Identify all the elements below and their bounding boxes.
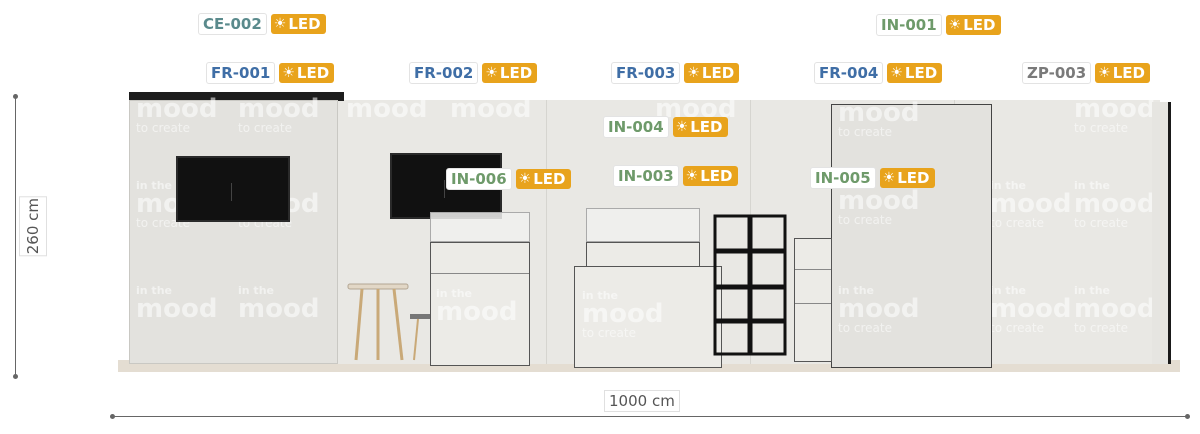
display-case-in-006 — [430, 212, 530, 242]
high-table — [347, 283, 430, 361]
width-dimension-label: 1000 cm — [604, 390, 680, 412]
sun-icon: ☀ — [882, 170, 896, 186]
display-case-in-003 — [586, 208, 700, 242]
tag-in-001: IN-001 ☀LED — [876, 14, 1001, 36]
sun-icon: ☀ — [1098, 65, 1111, 81]
sun-icon: ☀ — [687, 65, 700, 81]
sun-icon: ☀ — [485, 65, 498, 81]
tag-fr-001: FR-001 ☀LED — [206, 62, 335, 84]
led-badge: ☀LED — [682, 166, 738, 186]
wall-seam — [546, 100, 547, 364]
sun-icon: ☀ — [273, 16, 287, 32]
dimension-endpoint — [13, 94, 18, 99]
dimension-endpoint — [13, 374, 18, 379]
tag-code: IN-005 — [810, 167, 876, 189]
led-badge: ☀LED — [482, 63, 538, 83]
tag-code: FR-001 — [206, 62, 276, 84]
tag-code: IN-003 — [613, 165, 679, 187]
tag-in-004: IN-004 ☀LED — [603, 116, 728, 138]
led-badge: ☀LED — [684, 63, 740, 83]
sun-icon: ☀ — [675, 119, 689, 135]
watermark: mood — [450, 94, 532, 124]
tag-zp-003: ZP-003 ☀LED — [1022, 62, 1150, 84]
tag-code: CE-002 — [198, 13, 267, 35]
tag-in-003: IN-003 ☀LED — [613, 165, 738, 187]
grid-shelf — [713, 214, 787, 356]
sun-icon: ☀ — [890, 65, 903, 81]
right-end-panel — [1152, 102, 1171, 364]
height-dimension-label: 260 cm — [19, 196, 47, 257]
tag-code: IN-001 — [876, 14, 942, 36]
watermark: mood — [346, 94, 428, 124]
led-badge: ☀LED — [1095, 63, 1150, 83]
tag-code: FR-003 — [611, 62, 681, 84]
tag-fr-004: FR-004 ☀LED — [814, 62, 943, 84]
tag-in-006: IN-006 ☀LED — [446, 168, 571, 190]
sun-icon: ☀ — [282, 65, 295, 81]
counter-in-006 — [430, 242, 530, 366]
led-badge: ☀LED — [945, 15, 1001, 35]
tag-code: FR-004 — [814, 62, 884, 84]
led-badge: ☀LED — [887, 63, 943, 83]
sun-icon: ☀ — [948, 17, 962, 33]
tv-screen — [176, 156, 290, 222]
sun-icon: ☀ — [518, 171, 532, 187]
front-panel-fr-004 — [831, 104, 992, 368]
sun-icon: ☀ — [685, 168, 699, 184]
column-header-dark — [129, 92, 344, 101]
tag-in-005: IN-005 ☀LED — [810, 167, 935, 189]
tag-ce-002: CE-002 ☀LED — [198, 13, 326, 35]
led-badge: ☀LED — [515, 169, 571, 189]
tag-code: ZP-003 — [1022, 62, 1092, 84]
tag-code: IN-004 — [603, 116, 669, 138]
dimension-endpoint — [1185, 414, 1190, 419]
led-badge: ☀LED — [672, 117, 728, 137]
front-column-fr-001 — [129, 100, 338, 364]
led-badge: ☀LED — [879, 168, 935, 188]
led-badge: ☀LED — [279, 63, 335, 83]
tag-fr-002: FR-002 ☀LED — [409, 62, 538, 84]
led-badge: ☀LED — [270, 14, 326, 34]
tag-code: IN-006 — [446, 168, 512, 190]
reception-counter — [574, 266, 722, 368]
tag-fr-003: FR-003 ☀LED — [611, 62, 740, 84]
height-dimension-line — [15, 96, 16, 376]
dimension-endpoint — [110, 414, 115, 419]
tag-code: FR-002 — [409, 62, 479, 84]
width-dimension-line — [112, 416, 1188, 417]
side-cabinet — [794, 238, 832, 362]
